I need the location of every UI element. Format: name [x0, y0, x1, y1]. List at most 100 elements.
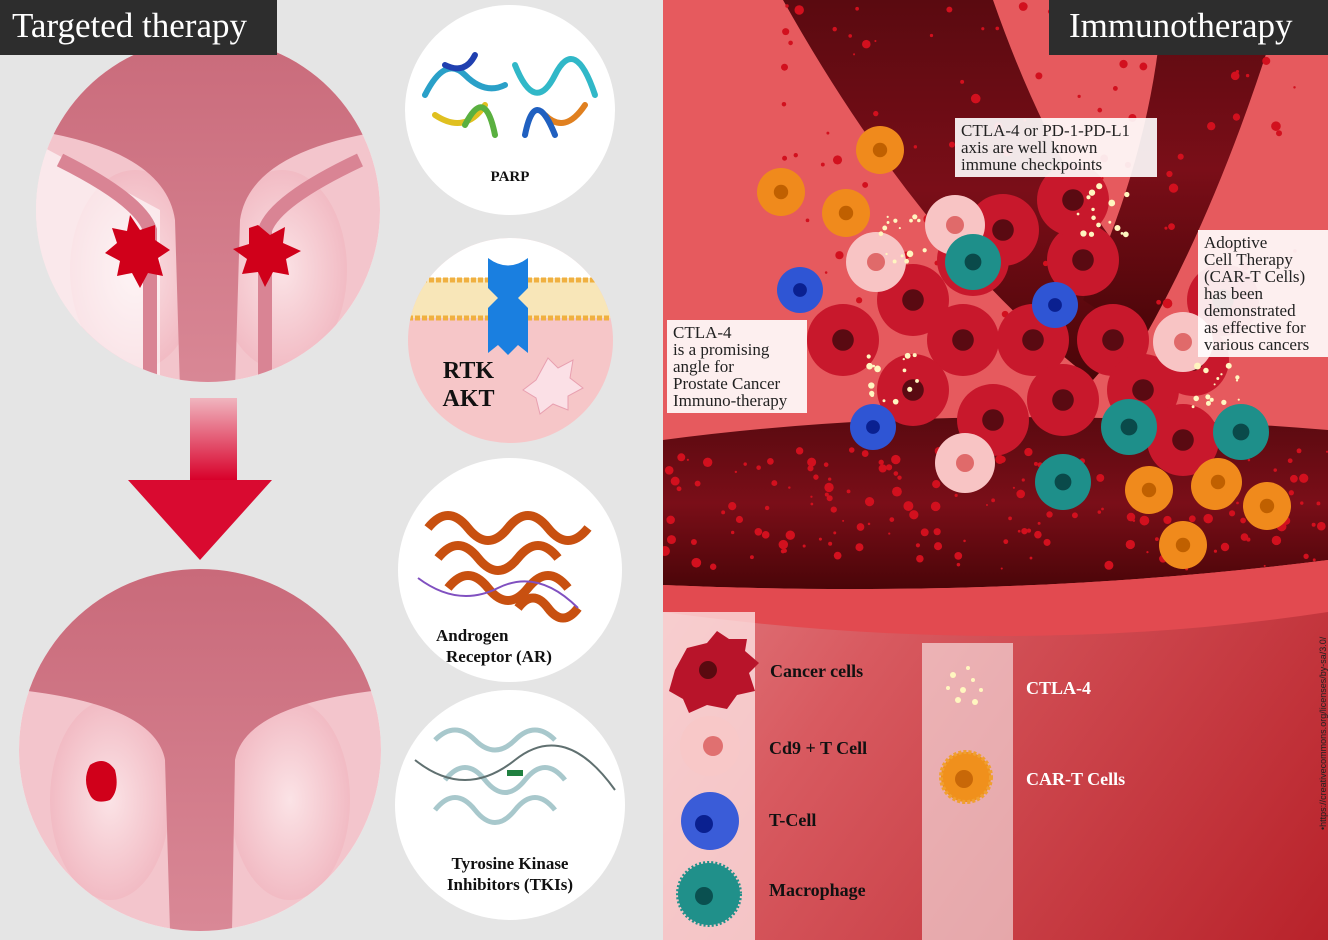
immunotherapy-panel: Immunotherapy CTLA-4 or PD-1-PD-L1 axis …: [663, 0, 1328, 940]
callout-line: as effective for: [1204, 318, 1306, 337]
blood-cell-dot: [913, 145, 918, 149]
ctla4-particle: [917, 218, 921, 223]
callout-car-t: Adoptive Cell Therapy (CAR-T Cells) has …: [1198, 230, 1328, 357]
blood-cell-dot: [1101, 507, 1104, 511]
blood-cell-dot: [810, 495, 813, 498]
ctla4-particle: [1091, 215, 1096, 221]
blood-cell-dot: [1097, 107, 1103, 113]
blood-cell-dot: [782, 155, 788, 161]
ctla4-particle: [915, 378, 919, 383]
blood-vessel-branch: [1083, 0, 1283, 340]
blood-cell-dot: [862, 181, 869, 188]
ctla4-particle: [1088, 189, 1096, 196]
ctla4-particle: [893, 218, 898, 223]
ctla4-particle: [902, 358, 905, 361]
blood-cell-dot: [862, 39, 871, 49]
cancer-cell: [1047, 224, 1119, 296]
blood-cell-dot: [807, 457, 817, 467]
blood-cell-dot: [954, 493, 958, 497]
blood-cell-dot: [1232, 113, 1241, 121]
blood-cell-dot: [802, 544, 806, 548]
cancer-cell: [1037, 164, 1109, 236]
blood-cell-dot: [1021, 478, 1025, 482]
legend-label-cd9-t-cell: Cd9 + T Cell: [769, 738, 868, 758]
blood-cell-dot: [677, 453, 686, 462]
ctla4-particle: [878, 231, 884, 236]
callout-ctla4: CTLA-4 is a promising angle for Prostate…: [667, 320, 807, 413]
blood-cell-dot: [956, 562, 961, 567]
blood-cell-dot: [832, 26, 837, 32]
blood-cell-dot: [794, 5, 804, 15]
blood-cell-dot: [1016, 489, 1026, 499]
blood-cell-dot: [916, 554, 924, 563]
ctla4-particle: [882, 399, 886, 403]
macrophage: [1035, 454, 1091, 510]
blood-cell-dot: [1273, 468, 1277, 472]
blood-cell-dot: [873, 110, 879, 117]
ctla4-particle: [1237, 398, 1240, 401]
ctla4-particle: [902, 368, 907, 373]
blood-cell-dot: [1012, 486, 1016, 489]
blood-cell-dot: [1003, 539, 1009, 545]
blood-cell-dot: [818, 537, 822, 541]
blood-cell-dot: [756, 465, 761, 470]
blood-cell-dot: [874, 39, 877, 43]
blood-cell-dot: [1177, 153, 1184, 160]
callout-line: various cancers: [1204, 335, 1310, 354]
blood-cell-dot: [1188, 515, 1196, 523]
blood-cell-dot: [864, 497, 875, 507]
blood-cell-dot: [1203, 513, 1213, 524]
blood-cell-dot: [933, 528, 941, 536]
callout-line: Immuno-therapy: [673, 391, 788, 410]
ctla4-particle: [906, 250, 914, 258]
ctla4-particle: [1235, 379, 1239, 382]
legend-column-1: [663, 612, 755, 940]
car-t-cell: [822, 189, 870, 237]
ctla4-particle: [1108, 199, 1116, 207]
blood-cell-dot: [728, 501, 737, 511]
blood-cell-dot: [826, 131, 830, 135]
blood-cell-dot: [824, 492, 829, 497]
ctla4-particle: [866, 354, 871, 359]
blood-cell-dot: [813, 474, 819, 480]
blood-cell-dot: [1229, 510, 1236, 517]
blood-cell-dot: [1262, 56, 1271, 65]
panel-title: Targeted therapy: [0, 0, 277, 55]
panel-title: Immunotherapy: [1049, 0, 1328, 55]
blood-cell-dot: [1316, 501, 1321, 506]
ctla4-particle: [1216, 377, 1220, 380]
callout-line: Adoptive: [1204, 233, 1268, 252]
cd9-t-cell: [846, 232, 906, 292]
blood-cell-dot: [1312, 558, 1316, 562]
ctla4-particle: [907, 386, 913, 392]
blood-cell-dot: [826, 495, 833, 502]
blood-cell-dot: [1245, 73, 1250, 78]
blood-cell-dot: [856, 297, 863, 304]
ctla4-particle: [1205, 394, 1211, 400]
ctla4-particle: [912, 214, 918, 220]
ctla4-particle: [1086, 195, 1091, 200]
blood-cell-dot: [1132, 519, 1136, 522]
car-t-cell: [1194, 458, 1242, 506]
blood-cell-dot: [1296, 448, 1302, 454]
macrophage: [945, 234, 1001, 290]
blood-cell-dot: [1033, 461, 1038, 466]
ctla4-particle: [885, 252, 888, 256]
blood-cell-dot: [1155, 537, 1159, 542]
ctla4-particle: [1213, 383, 1216, 386]
blood-cell-dot: [932, 480, 941, 489]
blood-cell-dot: [1303, 553, 1309, 559]
ctla4-particle: [882, 225, 888, 231]
callout-line: axis are well known: [961, 138, 1098, 157]
blood-cell-dot: [920, 528, 929, 537]
cd9-t-cell: [935, 433, 995, 493]
blood-cell-dot: [827, 477, 832, 481]
blood-cell-dot: [1168, 223, 1175, 230]
ctla4-particle: [1091, 207, 1095, 212]
legend-column-2: [922, 643, 1013, 940]
car-t-cell: [1243, 482, 1291, 530]
ar-protein-icon: [417, 511, 592, 623]
blood-cell-dot: [749, 555, 754, 560]
blood-cell-dot: [946, 6, 953, 13]
blood-cell-dot: [1263, 564, 1266, 567]
